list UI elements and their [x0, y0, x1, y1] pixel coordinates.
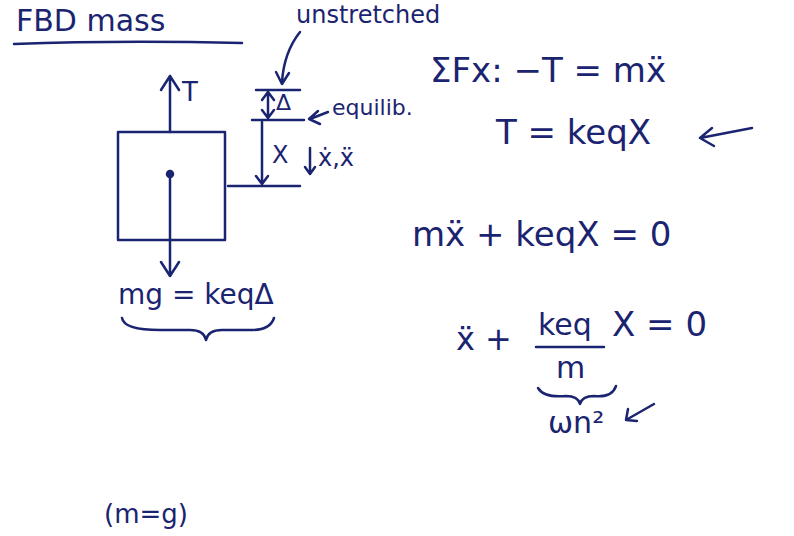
equation: ẍ +: [456, 322, 512, 357]
weight-arrow: [161, 174, 179, 276]
title: FBD mass: [16, 4, 165, 37]
variable-label: ẋ,ẍ: [318, 145, 354, 171]
equation: ΣFx: −T = mẍ: [430, 52, 666, 89]
delta-dimension: [262, 92, 274, 118]
equation: X = 0: [612, 306, 707, 343]
fraction-denominator: m: [556, 351, 585, 384]
note: (m=g): [104, 500, 188, 529]
positive-direction-arrow: [305, 148, 315, 174]
annotation: unstretched: [296, 2, 440, 28]
tension-arrow: [161, 76, 179, 132]
equation: mẍ + keqX = 0: [412, 216, 671, 253]
dimension-label: Δ: [276, 91, 291, 115]
displaced-line: [228, 185, 300, 188]
title-underline: [14, 42, 242, 44]
dimension-label: X: [272, 142, 288, 168]
force-label: T: [182, 78, 198, 107]
fraction-bar: [536, 346, 604, 349]
highlight-arrow: [700, 128, 752, 146]
annotation: equilib.: [332, 96, 413, 120]
highlight-arrow: [626, 404, 654, 421]
leader-arrow: [276, 32, 300, 84]
brace: [122, 318, 274, 340]
equation: T = keqX: [496, 114, 651, 151]
fraction-numerator: keq: [538, 308, 592, 341]
leader-arrow: [309, 111, 328, 124]
equilibrium-line: [252, 119, 304, 122]
brace: [538, 386, 616, 404]
x-dimension: [256, 122, 268, 184]
mass-block: [118, 132, 225, 240]
natural-frequency: ωn²: [548, 406, 604, 439]
equation: mg = keqΔ: [118, 280, 274, 311]
